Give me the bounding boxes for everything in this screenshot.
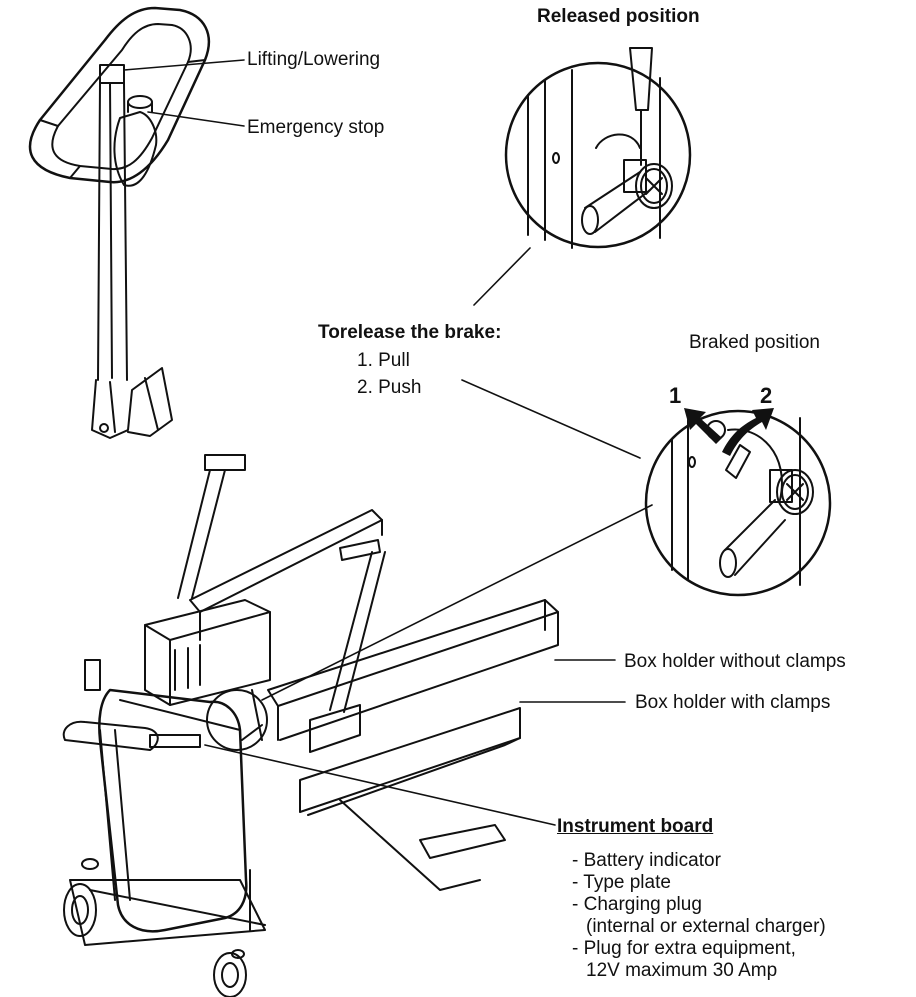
brake-step-pull: 1. Pull [357, 350, 410, 371]
box-holder-no-clamps-label: Box holder without clamps [624, 651, 846, 672]
pull-push-arrows [684, 408, 774, 456]
lifting-lowering-label: Lifting/Lowering [247, 49, 381, 70]
list-item: - Plug for extra equipment, [572, 938, 796, 959]
braked-position-title: Braked position [689, 332, 820, 353]
released-position-title: Released position [537, 6, 700, 27]
brake-release-heading: Torelease the brake: [318, 322, 502, 343]
instrument-board-heading: Instrument board [557, 816, 714, 837]
list-item: - Battery indicator [572, 850, 721, 871]
braked-position-illustration [644, 409, 832, 597]
arrow-pull-icon [684, 408, 722, 444]
leader-lines [123, 59, 653, 826]
list-item: (internal or external charger) [586, 916, 826, 937]
pallet-truck-illustration [62, 454, 559, 997]
box-holder-clamps-label: Box holder with clamps [635, 692, 831, 713]
tiller-handle-illustration [28, 6, 211, 439]
list-item: - Type plate [572, 872, 671, 893]
arrow-push-icon [722, 408, 774, 456]
released-position-illustration [504, 47, 692, 249]
list-item: - Charging plug [572, 894, 702, 915]
arrow-label-1: 1 [669, 383, 682, 408]
brake-step-push: 2. Push [357, 377, 422, 398]
instrument-board-list: - Battery indicator - Type plate - Charg… [572, 850, 826, 982]
arrow-label-2: 2 [760, 383, 773, 408]
emergency-stop-label: Emergency stop [247, 117, 385, 138]
list-item: 12V maximum 30 Amp [586, 960, 778, 981]
